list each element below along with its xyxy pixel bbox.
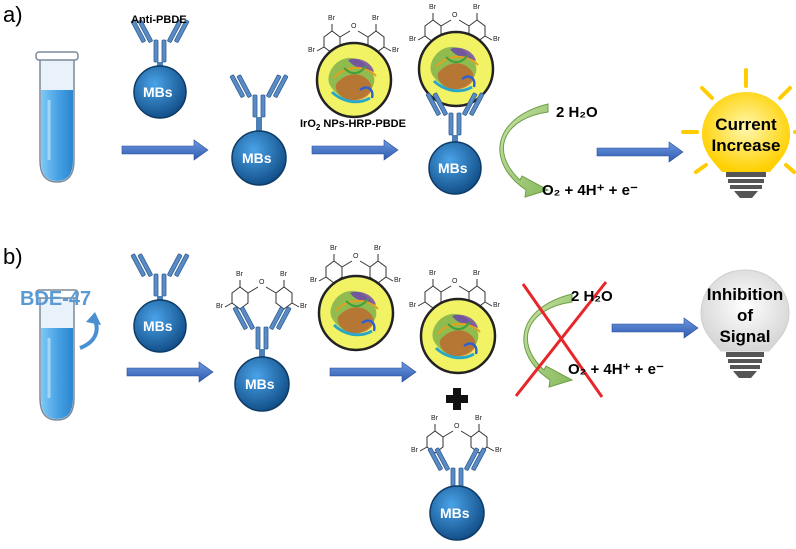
conjugate-label: IrO2 NPs-HRP-PBDE	[300, 118, 406, 133]
bromine-atom-label: Br	[495, 447, 502, 454]
bromine-atom-label: Br	[429, 4, 436, 11]
oxygen-atom-label: O	[351, 23, 357, 30]
bromine-atom-label: Br	[411, 447, 418, 454]
bromine-atom-label: Br	[300, 303, 307, 310]
result-line-2: Increase	[711, 136, 781, 155]
nanoparticle-enzyme-icon	[317, 274, 395, 352]
panel-b	[34, 253, 790, 541]
bromine-atom-label: Br	[431, 415, 438, 422]
panel-a	[34, 12, 796, 198]
arrow-icon	[126, 361, 214, 383]
magnetic-bead-icon	[234, 356, 290, 412]
oxygen-atom-label: O	[452, 278, 458, 285]
antibody-icon	[427, 447, 487, 491]
oxygen-atom-label: O	[259, 279, 265, 286]
reaction-curved-arrow-icon	[499, 103, 550, 198]
bead-label: MBs	[245, 376, 275, 392]
anti-pbde-label: Anti-PBDE	[131, 14, 187, 26]
bromine-atom-label: Br	[392, 47, 399, 54]
antibody-stem	[452, 135, 458, 146]
bromine-atom-label: Br	[473, 4, 480, 11]
bromine-atom-label: Br	[310, 277, 317, 284]
sample-tube-icon	[34, 50, 80, 184]
cross-out-icon	[514, 281, 608, 398]
bead-label: MBs	[242, 150, 272, 166]
bromine-atom-label: Br	[409, 36, 416, 43]
result-line-1: Inhibition	[706, 285, 784, 304]
bromine-atom-label: Br	[236, 271, 243, 278]
arrow-icon	[596, 141, 684, 163]
antibody-stem	[256, 117, 262, 131]
bromine-atom-label: Br	[372, 15, 379, 22]
product-label: O₂ + 4H⁺ + e⁻	[542, 182, 638, 199]
bromine-atom-label: Br	[328, 15, 335, 22]
arrow-icon	[611, 317, 699, 339]
antibody-stem	[259, 349, 265, 359]
arrow-icon	[121, 139, 209, 161]
nanoparticle-enzyme-icon	[419, 297, 497, 375]
panel-a-label: a)	[3, 2, 23, 27]
magnetic-bead-icon	[231, 130, 287, 186]
antibody-icon	[232, 306, 292, 350]
inhibition-text: Inhibition of Signal	[699, 284, 791, 347]
plus-icon	[446, 388, 468, 410]
magnetic-bead-icon	[133, 299, 187, 353]
bromine-atom-label: Br	[493, 302, 500, 309]
bromine-atom-label: Br	[473, 270, 480, 277]
antibody-icon	[229, 74, 289, 118]
arrow-icon	[329, 361, 417, 383]
bromine-atom-label: Br	[409, 302, 416, 309]
bead-label: MBs	[143, 84, 173, 100]
magnetic-bead-icon	[429, 485, 485, 541]
magnetic-bead-icon	[133, 65, 187, 119]
current-increase-text: Current Increase	[700, 114, 792, 156]
result-line-1: Current	[715, 115, 777, 134]
reaction-curved-arrow-icon	[523, 293, 574, 388]
nanoparticle-enzyme-icon	[315, 41, 393, 119]
magnetic-bead-icon	[428, 141, 482, 195]
bromine-atom-label: Br	[429, 270, 436, 277]
panel-b-label: b)	[3, 244, 23, 269]
reactant-label: 2 H₂O	[571, 288, 613, 305]
bromine-atom-label: Br	[216, 303, 223, 310]
bromine-atom-label: Br	[280, 271, 287, 278]
bromine-atom-label: Br	[394, 277, 401, 284]
oxygen-atom-label: O	[353, 253, 359, 260]
bead-label: MBs	[438, 160, 468, 176]
bromine-atom-label: Br	[308, 47, 315, 54]
bromine-atom-label: Br	[493, 36, 500, 43]
reactant-label: 2 H₂O	[556, 104, 598, 121]
antibody-icon	[130, 253, 190, 297]
bromine-atom-label: Br	[475, 415, 482, 422]
oxygen-atom-label: O	[452, 12, 458, 19]
addition-arrowhead	[86, 312, 101, 325]
unlit-bulb-icon	[700, 269, 790, 378]
result-line-2: of	[736, 306, 754, 325]
result-line-3: Signal	[719, 327, 771, 346]
lit-bulb-icon	[681, 68, 796, 198]
arrow-icon	[311, 139, 399, 161]
bromine-atom-label: Br	[374, 245, 381, 252]
bromine-atom-label: Br	[330, 245, 337, 252]
product-label: O₂ + 4H⁺ + e⁻	[568, 361, 664, 378]
oxygen-atom-label: O	[454, 423, 460, 430]
bead-label: MBs	[440, 505, 470, 521]
bde-47-label: BDE-47	[20, 288, 92, 310]
bead-label: MBs	[143, 318, 173, 334]
